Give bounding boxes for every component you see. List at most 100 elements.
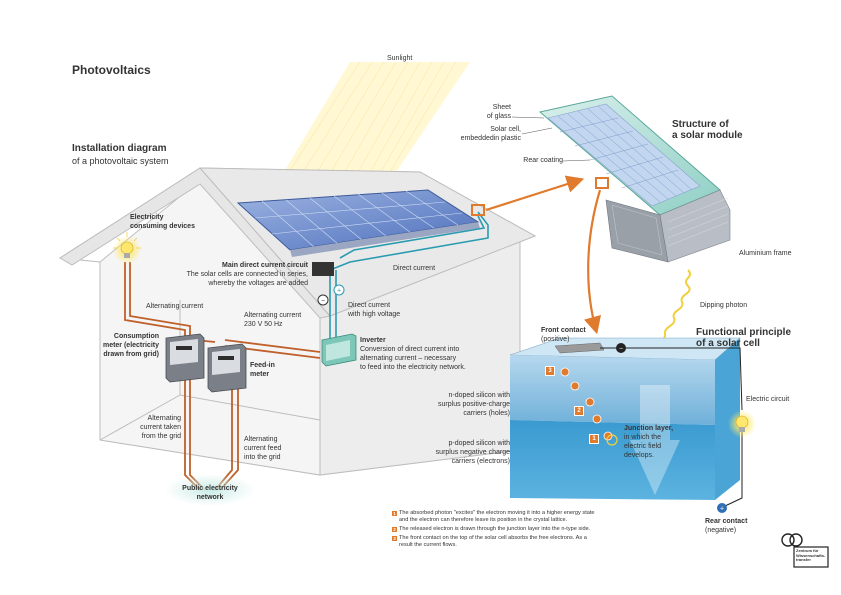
house xyxy=(58,167,537,476)
steps-legend: 1 The absorbed photon "excites" the elec… xyxy=(392,510,602,551)
lightbulb-left-icon xyxy=(113,232,141,264)
legend-step-2: 2 The released electron is drawn through… xyxy=(392,526,602,533)
consumption-meter-label-1: Consumption xyxy=(113,333,159,340)
electric-circuit-wire xyxy=(600,347,743,507)
dc-plus-terminal xyxy=(333,284,345,296)
sheet-label-1: Sheet xyxy=(492,104,511,111)
solar-module xyxy=(538,95,731,263)
p-doped-label-2: surplus negative charge xyxy=(435,449,510,456)
ac-230-label-2: 230 V 50 Hz xyxy=(244,321,283,328)
logo-text-1: Zentrum für xyxy=(796,548,819,553)
front-contact-label-2: (positive) xyxy=(541,336,570,343)
devices-label-2: consuming devices xyxy=(130,223,195,230)
inverter-line-3: to feed into the electricity network. xyxy=(360,364,466,371)
installation-subheading: of a photovoltaic system xyxy=(72,156,169,166)
rear-contact-label-2: (negative) xyxy=(705,527,737,534)
step-badge-3: 3 xyxy=(545,366,555,376)
dipping-photon-label: Dipping photon xyxy=(700,302,748,309)
ac-taken-label-3: from the grid xyxy=(141,433,181,440)
p-doped-label-1: p-doped silicon with xyxy=(448,440,510,447)
n-doped-label-2: surplus positive-charge xyxy=(438,401,510,408)
feed-in-meter-label-1: Feed-in xyxy=(250,362,275,369)
electron-path xyxy=(560,367,613,441)
legend-num-3: 3 xyxy=(392,536,397,541)
consumption-meter-label-2: meter (electricity xyxy=(102,342,159,349)
rear-contact-label-1: Rear contact xyxy=(705,518,748,525)
sunlight-label: Sunlight xyxy=(387,55,413,62)
arrow-to-module xyxy=(485,175,585,212)
svg-text:−: − xyxy=(619,346,623,353)
feed-in-meter-icon xyxy=(207,343,247,393)
inverter-box xyxy=(321,333,357,367)
public-network-glow xyxy=(165,474,255,506)
svg-text:+: + xyxy=(337,288,341,295)
logo-text-2: Wissenschafts- xyxy=(796,552,826,558)
junction-box xyxy=(312,262,334,276)
devices-label-1: Electricity xyxy=(130,214,164,221)
public-network-label-2: network xyxy=(196,494,224,501)
logo-text: Zentrum für Wissenschafts- transfer xyxy=(796,548,826,563)
rear-contact-plus-icon xyxy=(717,503,727,513)
panel-highlight-box xyxy=(471,204,485,216)
ac-taken-label-1: Alternating xyxy=(147,415,181,422)
svg-text:−: − xyxy=(321,298,325,305)
dc-high-label-1: Direct current xyxy=(348,302,391,309)
ac-feed-label-2: current feed xyxy=(244,445,282,452)
inverter-line-2: alternating current – necessary xyxy=(360,355,457,362)
legend-text-3: The front contact on the top of the sola… xyxy=(399,535,587,548)
legend-step-3: 3 The front contact on the top of the so… xyxy=(392,535,602,549)
consumption-meter-label-3: drawn from grid) xyxy=(103,351,159,358)
functional-heading-1: Functional principle xyxy=(696,327,792,338)
legend-text-1: The absorbed photon "excites" the electr… xyxy=(399,510,595,523)
main-circuit-line-2: whereby the voltages are added xyxy=(208,280,308,287)
functional-heading-2: of a solar cell xyxy=(696,338,760,349)
main-circuit-line-1: The solar cells are connected in series, xyxy=(186,271,308,278)
front-contact-minus-icon xyxy=(616,343,626,353)
photon-impact xyxy=(606,434,618,446)
module-heading-1: Structure of xyxy=(672,119,729,130)
logo-text-3: transfer xyxy=(796,557,811,563)
main-circuit-heading: Main direct current circuit xyxy=(222,262,308,269)
ac-230-label-1: Alternating current xyxy=(244,312,302,319)
arrow-to-cell xyxy=(584,189,602,335)
svg-text:+: + xyxy=(720,506,724,513)
module-leader-lines xyxy=(511,116,591,162)
legend-num-2: 2 xyxy=(392,527,397,532)
feed-in-meter-label-2: meter xyxy=(250,371,270,378)
legend-num-1: 1 xyxy=(392,511,397,516)
solar-cell-block xyxy=(509,337,741,500)
consumption-meter-icon xyxy=(165,333,205,383)
step-badge-2: 2 xyxy=(574,406,584,416)
inverter-line-1: Conversion of direct current into xyxy=(360,346,460,353)
legend-text-2: The released electron is drawn through t… xyxy=(399,526,591,532)
cell-label-2: embeddedin plastic xyxy=(460,135,521,142)
dc-minus-terminal xyxy=(317,294,329,306)
step-badge-1: 1 xyxy=(589,434,599,444)
sheet-label-2: of glass xyxy=(486,113,511,120)
direct-current-label: Direct current xyxy=(393,265,436,272)
installation-heading: Installation diagram xyxy=(72,143,167,154)
ac-taken-label-2: current taken xyxy=(140,424,181,431)
junction-label-3: electric field xyxy=(624,443,661,450)
module-highlight-box xyxy=(595,177,609,189)
cell-label-1: Solar cell, xyxy=(490,126,521,133)
module-heading-2: a solar module xyxy=(672,130,743,141)
p-doped-label-3: carriers (electrons) xyxy=(451,458,510,465)
front-contact-label-1: Front contact xyxy=(541,327,586,334)
roof-solar-panel xyxy=(236,189,480,257)
dc-wiring xyxy=(329,211,489,340)
n-doped-label-1: n-doped silicon with xyxy=(448,392,510,399)
rear-coating-label: Rear coating xyxy=(523,157,563,164)
junction-label-4: develops. xyxy=(624,452,654,459)
lightbulb-right-icon xyxy=(728,410,756,438)
logo-icon xyxy=(781,533,829,568)
dc-high-label-2: with high voltage xyxy=(348,311,401,318)
junction-label-1: Junction layer, xyxy=(624,425,674,432)
junction-label-2: in which the xyxy=(624,434,661,441)
ac-feed-label-1: Alternating xyxy=(244,436,278,443)
legend-step-1: 1 The absorbed photon "excites" the elec… xyxy=(392,510,602,524)
ac-feed-label-3: into the grid xyxy=(244,454,281,461)
aluminium-frame-label: Aluminium frame xyxy=(739,250,792,257)
